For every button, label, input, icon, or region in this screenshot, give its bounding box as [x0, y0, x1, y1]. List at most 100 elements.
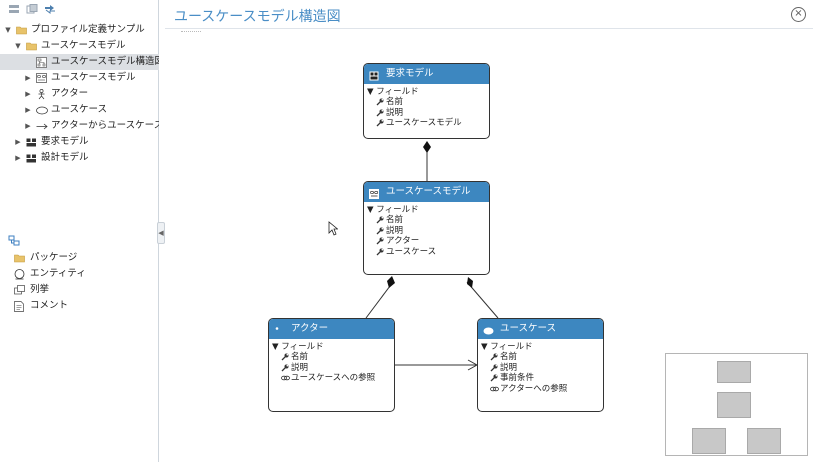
class-field-label: 説明: [386, 107, 404, 118]
tree-item-label: ユースケースモデル: [51, 72, 136, 83]
usecase-model-icon: [36, 73, 47, 83]
diagram-title: ユースケースモデル構造図: [174, 9, 341, 25]
actor-icon: [274, 324, 284, 334]
collapse-arrow-icon[interactable]: ▶: [15, 154, 21, 162]
class-box-usecase-model[interactable]: ユースケースモデル ▼ フィールド名前説明アクターユースケース: [363, 181, 490, 275]
collapse-arrow-icon[interactable]: ▶: [25, 74, 31, 82]
model-explorer-panel: ▼プロファイル定義サンプル▼ユースケースモデルユースケースモデル構造図▶ユースケ…: [0, 0, 159, 462]
collapse-arrow-icon[interactable]: ▶: [15, 138, 21, 146]
title-divider: [165, 28, 813, 29]
palette-item[interactable]: パッケージ: [0, 250, 159, 266]
tree-item[interactable]: ▶ ユースケースモデル: [0, 70, 159, 86]
tree-item[interactable]: ▼ プロファイル定義サンプル: [0, 22, 159, 38]
collapse-arrow-icon[interactable]: ▶: [25, 106, 31, 114]
fields-section-toggle[interactable]: ▼ フィールド: [272, 342, 324, 352]
class-field[interactable]: ユースケース: [364, 247, 489, 258]
minimap-node: [717, 361, 751, 383]
palette-panel: パッケージエンティティ列挙コメント: [0, 232, 159, 314]
class-title: アクター: [291, 323, 329, 334]
expand-arrow-icon[interactable]: ▼: [15, 42, 21, 50]
copy-icon[interactable]: [26, 4, 38, 14]
class-field[interactable]: 名前: [478, 352, 603, 363]
wrench-icon: [490, 364, 498, 372]
palette-item[interactable]: エンティティ: [0, 266, 159, 282]
class-field[interactable]: 説明: [269, 363, 394, 374]
usecase-icon: [36, 105, 48, 115]
tree-item[interactable]: ▶設計モデル: [0, 150, 159, 166]
class-field[interactable]: 説明: [364, 108, 489, 119]
mouse-pointer-icon: [328, 221, 339, 239]
fields-section-toggle[interactable]: ▼ フィールド: [481, 342, 533, 352]
minimap-node: [717, 392, 751, 418]
minimap-node: [747, 428, 781, 454]
fields-section-toggle[interactable]: ▼ フィールド: [367, 87, 419, 97]
enum-icon: [14, 285, 25, 295]
tree-item-label: アクター: [51, 88, 89, 99]
link-icon: [490, 385, 499, 393]
collapse-all-icon[interactable]: [8, 4, 20, 14]
palette-item-label: コメント: [30, 300, 69, 311]
tree-item[interactable]: ▼ ユースケースモデル: [0, 38, 159, 54]
class-field-label: 説明: [386, 225, 404, 236]
tree-item[interactable]: ユースケースモデル構造図: [0, 54, 159, 70]
class-box-actor[interactable]: アクター ▼ フィールド名前説明ユースケースへの参照: [268, 318, 395, 412]
class-header[interactable]: ユースケース: [478, 319, 603, 339]
class-field[interactable]: ユースケースへの参照: [269, 373, 394, 384]
expand-arrow-icon[interactable]: ▼: [5, 26, 11, 34]
class-box-usecase[interactable]: ユースケース ▼ フィールド名前説明事前条件アクターへの参照: [477, 318, 604, 412]
close-diagram-button[interactable]: ×: [791, 7, 806, 22]
entity-icon: [14, 269, 25, 280]
class-header[interactable]: 要求モデル: [364, 64, 489, 84]
diagram-canvas[interactable]: ユースケースモデル構造図 × 要求モデル▼ フィールド名前説明ユースケースモデル…: [165, 0, 813, 462]
link-icon: [281, 374, 290, 382]
folder-icon: [14, 253, 25, 263]
class-field-label: 説明: [500, 362, 518, 373]
diagram-minimap[interactable]: [665, 353, 808, 456]
palette-item[interactable]: コメント: [0, 298, 159, 314]
class-field[interactable]: 名前: [364, 97, 489, 108]
class-header[interactable]: アクター: [269, 319, 394, 339]
class-field-label: 説明: [291, 362, 309, 373]
tree-item-label: ユースケース: [51, 104, 108, 115]
structure-diagram-icon: [36, 57, 47, 68]
class-field[interactable]: 事前条件: [478, 373, 603, 384]
arrow-right-icon: [36, 121, 48, 131]
wrench-icon: [376, 98, 384, 106]
class-field[interactable]: 説明: [364, 226, 489, 237]
palette-item-label: パッケージ: [30, 252, 78, 263]
palette-icon[interactable]: [8, 235, 20, 249]
class-field[interactable]: 名前: [364, 215, 489, 226]
composition-connector-ucm-usecase: [466, 281, 499, 319]
class-header[interactable]: ユースケースモデル: [364, 182, 489, 202]
tree-item-label: ユースケースモデル: [41, 40, 126, 51]
wrench-icon: [376, 216, 384, 224]
class-field-label: ユースケース: [386, 246, 437, 257]
tree-item-label: プロファイル定義サンプル: [31, 24, 145, 35]
fields-section-toggle[interactable]: ▼ フィールド: [367, 205, 419, 215]
class-field-label: 名前: [386, 97, 404, 107]
composition-connector-ucm-actor: [365, 281, 394, 319]
wrench-icon: [281, 353, 289, 361]
class-box-requirement-model[interactable]: 要求モデル ▼ フィールド名前説明ユースケースモデル: [363, 63, 490, 139]
class-field[interactable]: 説明: [478, 363, 603, 374]
collapse-arrow-icon[interactable]: ▶: [25, 122, 31, 130]
panel-collapse-handle[interactable]: ◀: [157, 222, 165, 244]
collapse-arrow-icon[interactable]: ▶: [25, 90, 31, 98]
class-field-label: 名前: [500, 352, 518, 362]
wrench-icon: [490, 353, 498, 361]
usecase-icon: [483, 324, 494, 335]
class-field[interactable]: アクター: [364, 236, 489, 247]
tree-item[interactable]: ▶ ユースケース: [0, 102, 159, 118]
tree-item[interactable]: ▶アクターからユースケースへの参: [0, 118, 159, 134]
class-field[interactable]: 名前: [269, 352, 394, 363]
tree-item[interactable]: ▶要求モデル: [0, 134, 159, 150]
class-body: ▼ フィールド名前説明ユースケースモデル: [364, 84, 489, 129]
composition-diamond-req: [423, 141, 431, 153]
link-sync-icon[interactable]: [44, 4, 56, 14]
tree-item[interactable]: ▶ アクター: [0, 86, 159, 102]
class-field[interactable]: アクターへの参照: [478, 384, 603, 395]
palette-item[interactable]: 列挙: [0, 282, 159, 298]
class-field[interactable]: ユースケースモデル: [364, 118, 489, 129]
class-body: ▼ フィールド名前説明ユースケースへの参照: [269, 339, 394, 384]
class-title: 要求モデル: [386, 68, 434, 79]
